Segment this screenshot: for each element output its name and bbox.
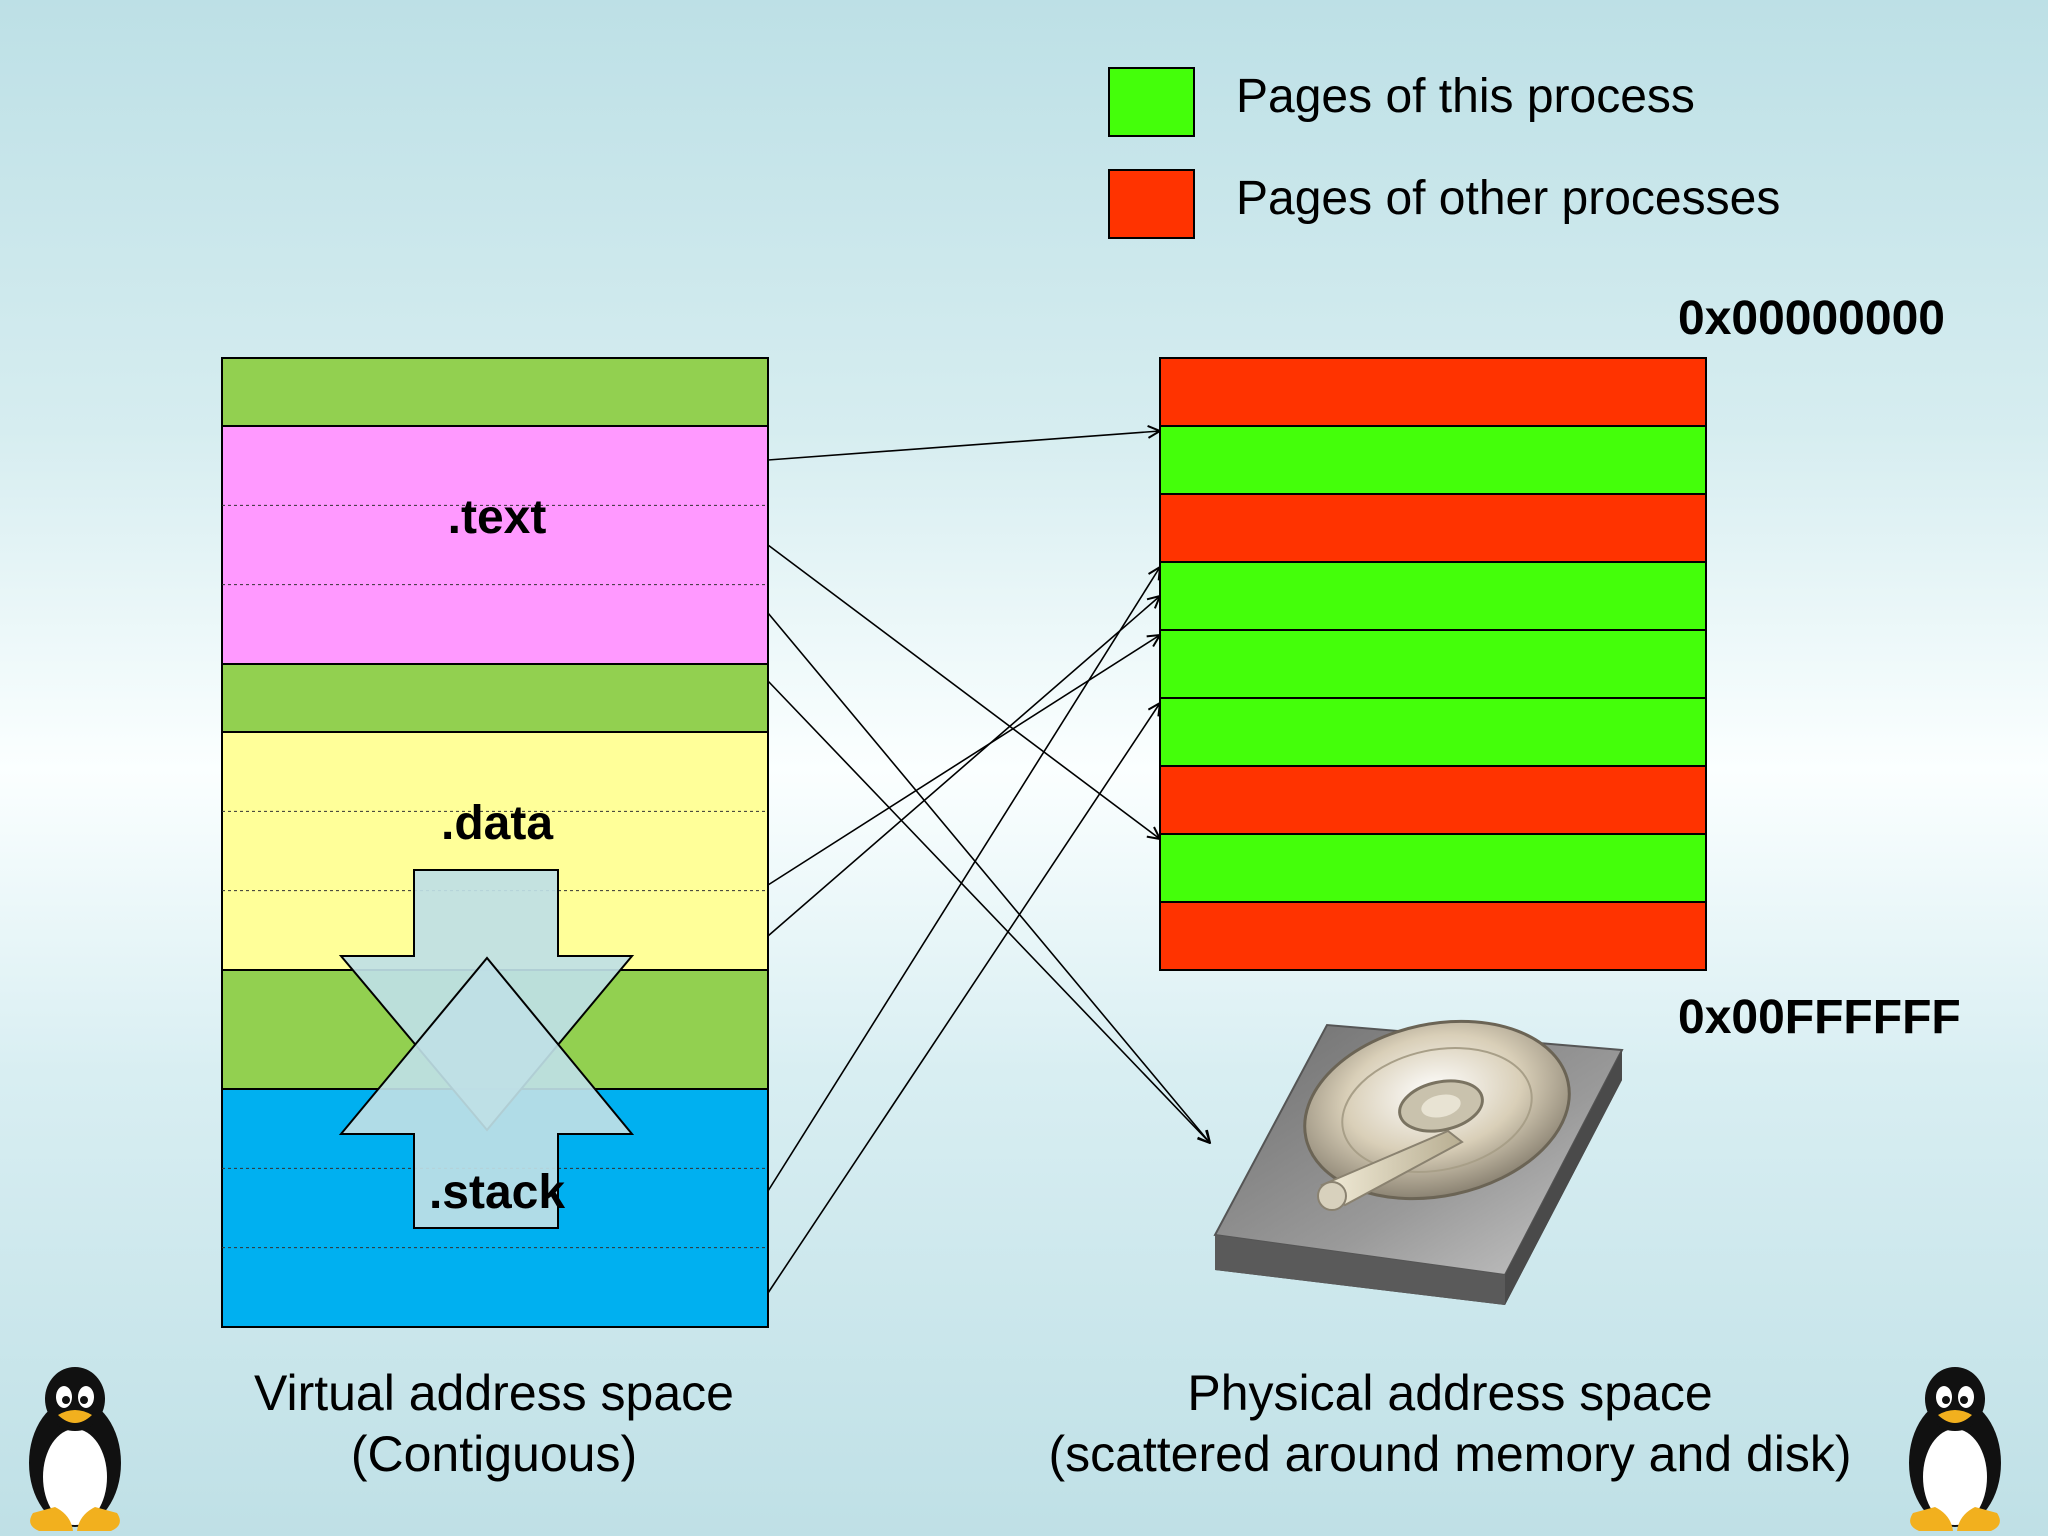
page-mapping-arrows: [767, 431, 1210, 1294]
segment-labels: .text .data .stack: [429, 491, 565, 1219]
segment-label-text: .text: [448, 491, 547, 544]
physical-page-other-process: [1159, 901, 1707, 971]
physical-page-this-process: [1159, 833, 1707, 903]
legend-label-other-processes: Pages of other processes: [1236, 172, 1780, 225]
virtual-caption-line1: Virtual address space: [254, 1365, 734, 1421]
virtual-caption-line2: (Contiguous): [351, 1426, 637, 1482]
tux-penguin-icon-right: [1909, 1367, 2001, 1531]
legend-swatch-other-processes: [1108, 169, 1195, 239]
physical-page-other-process: [1159, 765, 1707, 835]
mapping-arrow: [767, 567, 1160, 1192]
virtual-segment-text: [221, 425, 769, 665]
physical-page-this-process: [1159, 561, 1707, 631]
virtual-segment-gap-top: [221, 357, 769, 427]
mapping-arrow: [767, 612, 1210, 1143]
legend-swatch-this-process: [1108, 67, 1195, 137]
mapping-arrow: [767, 431, 1160, 461]
physical-page-this-process: [1159, 425, 1707, 495]
physical-caption-line2: (scattered around memory and disk): [1048, 1426, 1851, 1482]
segment-label-data: .data: [441, 797, 553, 850]
hard-disk-icon: [1213, 1019, 1624, 1305]
physical-caption-line1: Physical address space: [1187, 1365, 1712, 1421]
mapping-arrow: [767, 635, 1160, 886]
stack-growth-arrow: [338, 956, 635, 1229]
mapping-arrow: [767, 544, 1160, 839]
physical-address-space: [1159, 357, 1707, 971]
physical-page-this-process: [1159, 629, 1707, 699]
physical-page-other-process: [1159, 493, 1707, 563]
physical-address-end: 0x00FFFFFF: [1678, 991, 1961, 1044]
mapping-arrow: [767, 703, 1160, 1294]
physical-page-other-process: [1159, 357, 1707, 427]
virtual-segment-gap-middle: [221, 663, 769, 733]
tux-penguin-icon-left: [29, 1367, 121, 1531]
mapping-arrow: [767, 680, 1210, 1143]
physical-page-this-process: [1159, 697, 1707, 767]
growth-arrows: [338, 869, 635, 1229]
mapping-arrow: [767, 596, 1160, 937]
physical-address-start: 0x00000000: [1678, 292, 1945, 345]
legend-label-this-process: Pages of this process: [1236, 70, 1695, 123]
segment-label-stack: .stack: [429, 1166, 565, 1219]
legend: Pages of this process Pages of other pro…: [1108, 67, 1780, 239]
